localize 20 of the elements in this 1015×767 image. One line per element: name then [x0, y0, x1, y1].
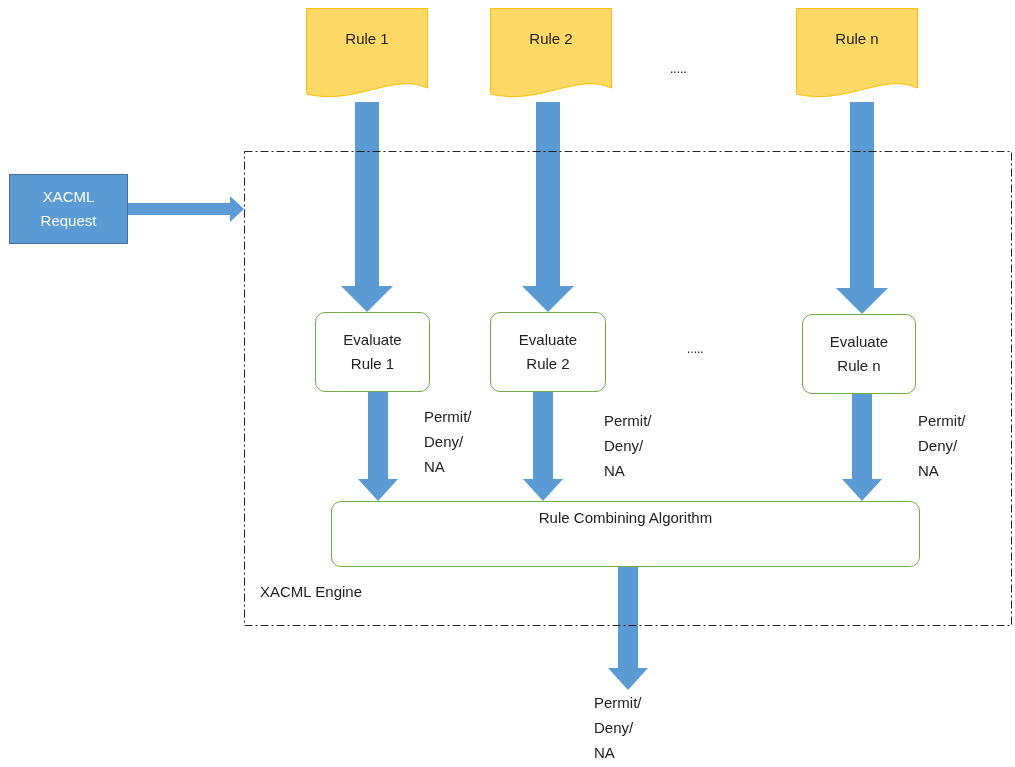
result-text: Permit/ Deny/ NA — [594, 693, 642, 763]
block-arrow — [358, 392, 398, 501]
block-arrow — [128, 196, 244, 222]
process-box: Evaluate Rule n — [802, 314, 916, 394]
ellipsis-text: ..... — [670, 62, 687, 76]
rule-label: Rule 2 — [528, 30, 574, 47]
request-box: XACML Request — [9, 174, 128, 244]
process-box: Evaluate Rule 2 — [490, 312, 606, 392]
block-arrow — [523, 392, 563, 501]
rule-label: Rule n — [834, 30, 880, 47]
block-arrow — [341, 102, 393, 312]
block-arrow — [842, 394, 882, 501]
block-arrow — [836, 102, 888, 314]
block-arrow — [522, 102, 574, 312]
ellipsis-text: ..... — [687, 342, 704, 356]
process-box: Rule Combining Algorithm — [331, 501, 920, 567]
block-arrow — [608, 567, 648, 690]
rule-label: Rule 1 — [344, 30, 390, 47]
group-label: XACML Engine — [260, 583, 362, 600]
process-box: Evaluate Rule 1 — [315, 312, 430, 392]
